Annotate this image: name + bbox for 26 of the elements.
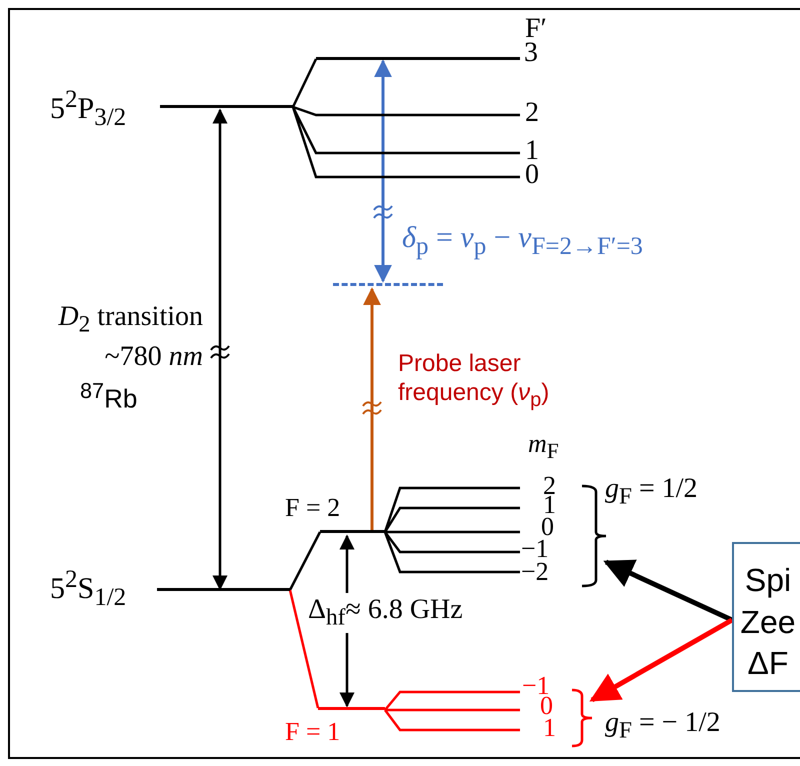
edge-label: δ$_{p}$ = ν$_{p}$ − ν$_{F=2→F′=3}$ (402, 220, 643, 262)
level-label: F = 1 (285, 716, 340, 748)
connector-line (292, 58, 318, 108)
arrow (589, 618, 734, 702)
box-text: Spi Zee ΔF (740, 561, 796, 684)
level-number: 2 (525, 96, 539, 130)
level-label: F = 2 (285, 492, 340, 524)
edge-label: Probe laser frequency (ν$_{p}$) (398, 350, 550, 412)
virtual-level-line (333, 283, 443, 287)
arrow (363, 287, 381, 531)
edge-label: Δ$_{hf}$≈ 6.8 GHz (306, 593, 465, 633)
g-factor-label: g$_{F}$ = − 1/2 (605, 706, 720, 746)
isotope-label: $^{87}$Rb (80, 378, 138, 415)
level-number: 1 (543, 713, 556, 744)
connector-line (288, 531, 322, 591)
edge-label: D$_{2}$ transition ~780 nm (57, 300, 203, 374)
connector-line (288, 590, 320, 708)
g-factor-label: g$_{F}$ = 1/2 (605, 472, 698, 512)
level-label: 5$^{2}$P$_{3/2}$ (50, 85, 126, 133)
double-arrow (374, 59, 392, 283)
arrow (603, 560, 734, 622)
text-box (732, 542, 800, 692)
double-arrow (212, 108, 228, 590)
axis-label: m$_{F}$ (528, 428, 559, 464)
level-number: 0 (525, 159, 539, 192)
level-label: 5$^{2}$S$_{1/2}$ (50, 565, 126, 613)
